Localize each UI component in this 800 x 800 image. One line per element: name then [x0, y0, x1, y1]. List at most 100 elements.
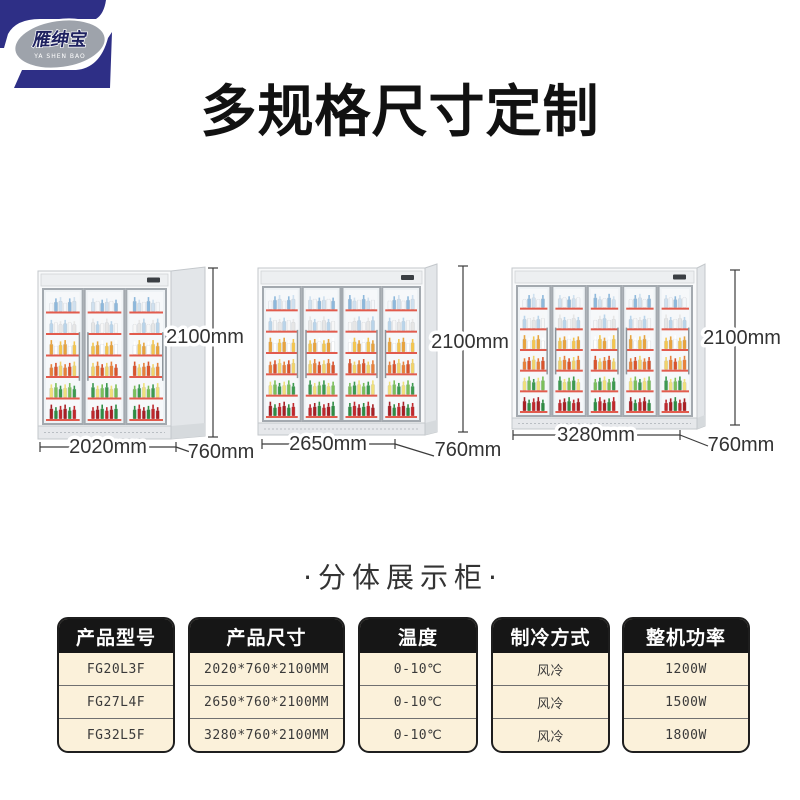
bottle-neck [292, 318, 295, 323]
shelf-price-strip [626, 369, 654, 372]
bottle-neck [559, 314, 561, 319]
bottle-neck [643, 358, 646, 362]
bottle-neck [292, 295, 295, 300]
bottle-neck [683, 293, 686, 298]
bottle-neck [313, 295, 316, 300]
bottle [682, 319, 687, 329]
bottle [357, 320, 361, 331]
bottle-neck [393, 340, 396, 344]
bottle [558, 380, 562, 391]
bottle [151, 323, 155, 334]
fridge-door [83, 288, 126, 425]
bottle-neck [309, 360, 311, 364]
door-handle [162, 332, 164, 381]
bottle-neck [323, 296, 325, 300]
bottle [291, 298, 296, 310]
bottle-neck [106, 318, 108, 323]
bottle [67, 301, 72, 312]
bottle [562, 297, 567, 308]
bottle-neck [559, 399, 561, 403]
bottle [567, 400, 571, 412]
shelf-price-strip [266, 352, 298, 354]
bottle-neck [398, 295, 400, 300]
bottle-neck [59, 405, 62, 410]
bottle [396, 362, 401, 374]
shelf-price-strip [626, 307, 654, 310]
bottle-neck [349, 402, 351, 407]
bottle [326, 386, 331, 395]
door-handle [554, 327, 557, 375]
bottle-neck [563, 293, 566, 298]
bottle-neck [594, 336, 597, 340]
bottle-neck [568, 315, 570, 320]
bottle [286, 363, 291, 374]
bottle-neck [388, 401, 391, 406]
bottle-neck [138, 319, 141, 324]
bottle [682, 401, 687, 412]
bottle [607, 319, 611, 329]
bottle [357, 384, 361, 395]
bottle [67, 322, 72, 334]
bottle [678, 318, 682, 329]
bottle-neck [372, 404, 374, 408]
bottle [401, 300, 406, 310]
bottle [268, 364, 273, 374]
bottle-neck [358, 360, 360, 364]
bottle-neck [634, 376, 637, 381]
shelf-price-strip [626, 411, 654, 413]
bottle [282, 385, 287, 395]
logo-pinyin: YA SHEN BAO [33, 53, 86, 60]
fridge-door [657, 285, 693, 417]
bottle [628, 400, 633, 412]
bottle [673, 299, 678, 308]
bottle [406, 343, 410, 353]
bottle-neck [407, 296, 409, 300]
bottle [541, 298, 545, 308]
bottle-neck [55, 342, 57, 346]
bottle-neck [283, 401, 285, 406]
bottle [137, 387, 142, 398]
bottle-neck [318, 361, 321, 365]
bottle-neck [269, 317, 272, 322]
bottle [114, 367, 118, 377]
bottle [72, 344, 77, 355]
bottle-neck [411, 338, 414, 343]
bottle-neck [398, 382, 400, 387]
bottle [331, 364, 335, 374]
bottle [322, 320, 326, 331]
shelf-price-strip [129, 333, 163, 335]
bottle [142, 322, 146, 334]
spec-cell-power: 1500W [624, 685, 748, 718]
bottle [155, 366, 160, 377]
shelf-price-strip [385, 416, 417, 418]
bottle-neck [532, 355, 535, 360]
bottle [104, 301, 109, 312]
bottle-neck [55, 407, 57, 411]
bottle-neck [92, 362, 94, 367]
spec-cell-power: 1800W [624, 718, 748, 751]
bottle [91, 345, 95, 355]
bottle-neck [68, 318, 71, 323]
bottle-neck [133, 385, 136, 389]
bottle [132, 388, 137, 398]
bottle-neck [64, 364, 66, 368]
bottle-neck [398, 318, 400, 323]
bottle-neck [367, 401, 370, 406]
bottle [576, 319, 581, 329]
bottle [678, 360, 682, 370]
bottle [114, 408, 118, 420]
bottle-neck [599, 397, 601, 402]
bottle [282, 364, 287, 374]
bottle-neck [269, 381, 272, 386]
bottle [151, 367, 155, 377]
spec-header-size: 产品尺寸 [190, 619, 343, 653]
bottle-neck [362, 338, 365, 343]
bottle [114, 387, 118, 398]
bottle-neck [537, 315, 540, 320]
bottle-neck [152, 384, 154, 389]
bottle [348, 362, 352, 374]
bottle [58, 409, 63, 420]
bottle-neck [59, 385, 62, 389]
bottle-neck [309, 316, 311, 321]
bottle [682, 359, 687, 370]
